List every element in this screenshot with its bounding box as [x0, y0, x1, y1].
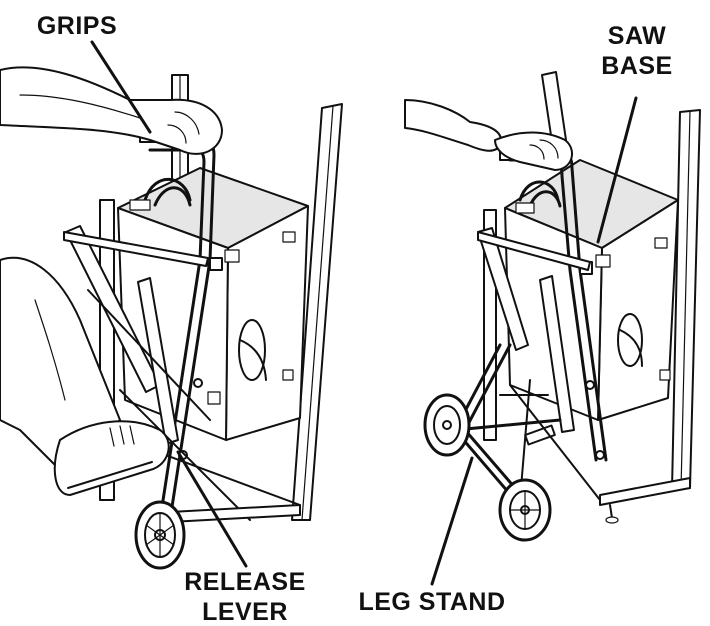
saw-base-leader-line [596, 96, 638, 244]
right-leg-stand [453, 227, 591, 502]
left-folded-legs [63, 225, 251, 521]
right-illustration-unfolded [404, 71, 701, 542]
label-saw-base-line1: SAW [608, 22, 666, 50]
left-operator-leg-foot [0, 256, 170, 496]
label-release-lever-line1: RELEASE [184, 568, 306, 596]
left-wheel [134, 500, 186, 570]
left-operator-hand [0, 66, 223, 155]
left-illustration-folding [0, 66, 343, 570]
grips-leader-line [90, 40, 152, 134]
release-lever-leader-line [176, 450, 248, 568]
right-wheel-lower [498, 478, 552, 542]
leader-lines [90, 40, 638, 586]
leg-stand-leader-line [430, 456, 474, 586]
label-release-lever-line2: LEVER [202, 598, 288, 626]
right-bottom-frame [509, 384, 691, 524]
callout-labels: GRIPS SAW BASE RELEASE LEVER LEG STAND [37, 12, 672, 626]
right-operator-hands [404, 99, 574, 171]
right-right-rail [671, 109, 701, 491]
label-saw-base-line2: BASE [601, 52, 672, 80]
label-grips: GRIPS [37, 12, 117, 40]
label-leg-stand: LEG STAND [358, 588, 505, 616]
right-wheel-upper [423, 393, 471, 457]
